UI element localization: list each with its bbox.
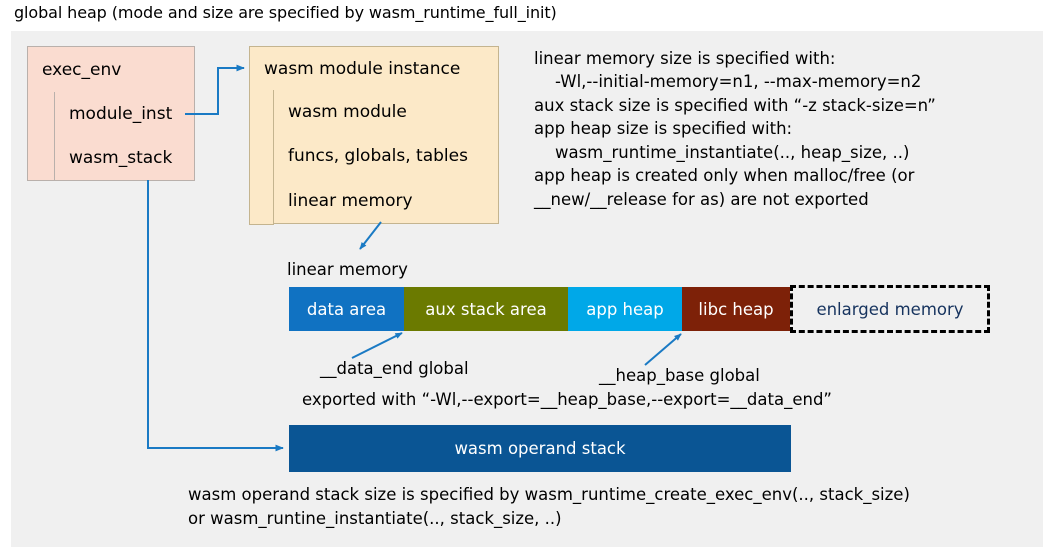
note-line-5: app heap is created only when malloc/fre… bbox=[534, 166, 915, 185]
module-instance-field-linear-memory: linear memory bbox=[273, 178, 499, 224]
exec-env-indent-1 bbox=[27, 92, 55, 137]
memory-segment-libc-heap: libc heap bbox=[682, 287, 790, 331]
exec-env-indent-2 bbox=[27, 136, 55, 181]
module-instance-indent bbox=[249, 90, 274, 225]
annotation-heap-base: __heap_base global bbox=[599, 366, 760, 385]
note-line-2: aux stack size is specified with “-z sta… bbox=[534, 96, 936, 115]
module-instance-header: wasm module instance bbox=[249, 46, 499, 91]
note-line-0: linear memory size is specified with: bbox=[534, 49, 836, 68]
module-instance-field-funcs-globals-tables: funcs, globals, tables bbox=[273, 134, 499, 179]
exec-env-field-module-inst: module_inst bbox=[54, 92, 195, 137]
memory-segment-app-heap: app heap bbox=[568, 287, 682, 331]
note-line-1: -Wl,--initial-memory=n1, --max-memory=n2 bbox=[534, 72, 922, 91]
module-instance-field-wasm-module: wasm module bbox=[273, 90, 499, 135]
wasm-operand-stack-box: wasm operand stack bbox=[289, 425, 791, 472]
memory-segment-enlarged-memory: enlarged memory bbox=[790, 285, 990, 333]
note-line-4: wasm_runtime_instantiate(.., heap_size, … bbox=[534, 143, 910, 162]
annotation-data-end: __data_end global bbox=[320, 359, 469, 378]
operand-stack-caption-line-0: wasm operand stack size is specified by … bbox=[188, 485, 910, 504]
note-line-3: app heap size is specified with: bbox=[534, 119, 793, 138]
memory-segment-data-area: data area bbox=[289, 287, 404, 331]
exec-env-field-wasm-stack: wasm_stack bbox=[54, 136, 195, 181]
page-title: global heap (mode and size are specified… bbox=[14, 3, 557, 22]
memory-segment-aux-stack-area: aux stack area bbox=[404, 287, 568, 331]
annotation-exported-with: exported with “-Wl,--export=__heap_base,… bbox=[302, 390, 832, 409]
operand-stack-caption-line-1: or wasm_runtine_instantiate(.., stack_si… bbox=[188, 509, 562, 528]
exec-env-header: exec_env bbox=[27, 46, 195, 93]
linear-memory-label: linear memory bbox=[287, 260, 408, 279]
note-line-6: __new/__release for as) are not exported bbox=[534, 190, 869, 209]
